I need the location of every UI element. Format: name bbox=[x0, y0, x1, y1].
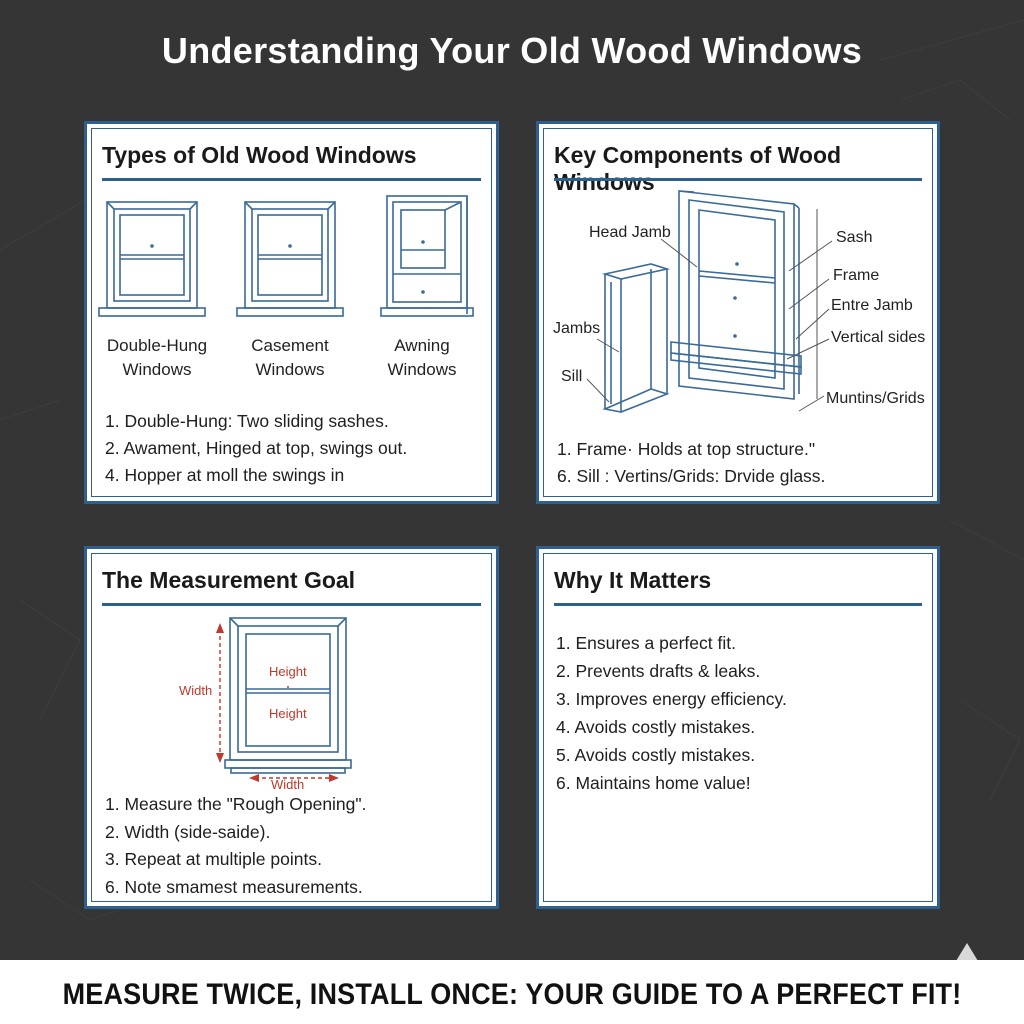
title-divider bbox=[102, 178, 481, 181]
list-item: 1. Frame· Holds at top structure." bbox=[557, 439, 816, 459]
awning-window-icon bbox=[380, 195, 474, 317]
list-item: 1. Ensures a perfect fit. bbox=[556, 633, 736, 653]
window-label-awning: Awning Windows bbox=[387, 336, 457, 379]
label-head-jamb: Head Jamb bbox=[589, 224, 671, 241]
window-types-list: 1. Double-Hung: Two sliding sashes. 2. A… bbox=[105, 408, 407, 489]
window-label-double-hung: Double-Hung Windows bbox=[106, 336, 208, 379]
benefits-list: 1. Ensures a perfect fit. 2. Prevents dr… bbox=[556, 629, 787, 797]
label-entre-jamb: Entre Jamb bbox=[831, 297, 913, 314]
list-item: 1. Double-Hung: Two sliding sashes. bbox=[105, 411, 389, 431]
height-label-top: Height bbox=[269, 664, 307, 679]
measurement-steps-list: 1. Measure the "Rough Opening". 2. Width… bbox=[105, 791, 366, 901]
label-frame: Frame bbox=[833, 267, 880, 284]
list-item: 5. Avoids costly mistakes. bbox=[556, 745, 756, 765]
why-it-matters-panel: Why It Matters 1. Ensures a perfect fit.… bbox=[536, 546, 940, 909]
list-item: 2. Width (side-saide). bbox=[105, 821, 271, 842]
casement-window-icon bbox=[236, 201, 344, 317]
list-item: 6. Maintains home value! bbox=[556, 773, 751, 793]
title-divider bbox=[554, 178, 922, 181]
list-item: 1. Measure the "Rough Opening". bbox=[105, 794, 367, 814]
label-sash: Sash bbox=[836, 229, 873, 246]
types-panel-title: Types of Old Wood Windows bbox=[102, 142, 417, 168]
measurement-panel-title: The Measurement Goal bbox=[102, 567, 356, 593]
window-components-diagram bbox=[586, 190, 833, 413]
corner-triangle-icon bbox=[956, 943, 978, 961]
double-hung-window-icon bbox=[98, 201, 206, 317]
list-item: 4. Hopper at moll the swings in bbox=[105, 465, 345, 485]
window-label-casement: Casement Windows bbox=[251, 336, 329, 379]
types-panel: Types of Old Wood Windows bbox=[84, 121, 499, 504]
jamb-piece-icon bbox=[601, 263, 671, 413]
components-panel-title: Key Components of Wood Windows bbox=[554, 142, 842, 195]
components-list: 1. Frame· Holds at top structure." 6. Si… bbox=[557, 436, 825, 490]
width-label-bottom: Width bbox=[271, 777, 305, 792]
components-panel: Key Components of Wood Windows bbox=[536, 121, 940, 504]
list-item: 3. Repeat at multiple points. bbox=[105, 849, 322, 869]
page-title: Understanding Your Old Wood Windows bbox=[161, 30, 863, 71]
list-item: 6. Sill : Vertins/Grids: Drvide glass. bbox=[557, 466, 826, 486]
label-sill: Sill bbox=[561, 368, 583, 385]
measurement-diagram bbox=[216, 617, 352, 782]
list-item: 2. Awament, Hinged at top, swings out. bbox=[105, 438, 408, 458]
height-label-bottom: Height bbox=[269, 706, 307, 721]
list-item: 3. Improves energy efficiency. bbox=[556, 689, 787, 709]
label-jambs: Jambs bbox=[553, 320, 601, 337]
label-vertical-sides: Vertical sides bbox=[831, 329, 926, 346]
measurement-panel: The Measurement Goal Width Height Height… bbox=[84, 546, 499, 909]
label-muntins-grids: Muntins/Grids bbox=[826, 390, 925, 407]
list-item: 4. Avoids costly mistakes. bbox=[556, 717, 756, 737]
why-panel-title: Why It Matters bbox=[554, 567, 712, 593]
title-divider bbox=[554, 603, 922, 606]
list-item: 2. Prevents drafts & leaks. bbox=[556, 661, 761, 681]
window-types-diagram bbox=[98, 195, 474, 317]
footer-banner: MEASURE TWICE, INSTALL ONCE: YOUR GUIDE … bbox=[0, 960, 1024, 1024]
list-item: 6. Note smamest measurements. bbox=[105, 876, 363, 897]
title-divider bbox=[102, 603, 481, 606]
width-label-left: Width bbox=[179, 683, 213, 698]
main-window-icon bbox=[670, 190, 802, 400]
footer-text: MEASURE TWICE, INSTALL ONCE: YOUR GUIDE … bbox=[62, 978, 962, 1011]
